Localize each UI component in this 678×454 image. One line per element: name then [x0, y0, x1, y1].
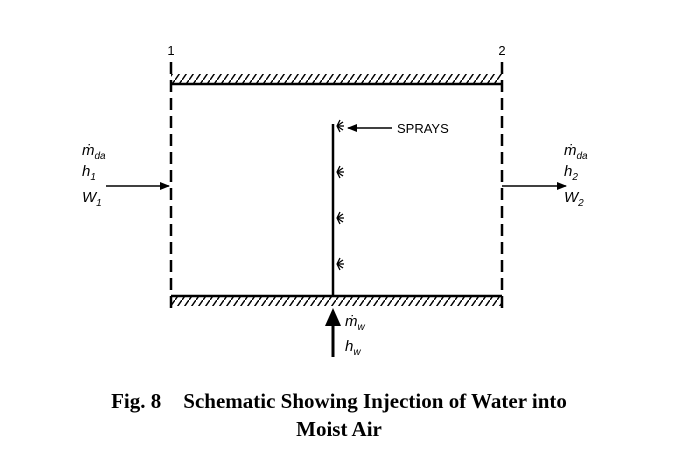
- figure-caption: Fig. 8 Schematic Showing Injection of Wat…: [0, 387, 678, 443]
- inlet-humidity: W: [82, 189, 98, 206]
- spray-nozzles: [336, 119, 344, 271]
- station-2-label: 2: [498, 43, 505, 58]
- water-labels: ṁw hw: [345, 313, 366, 358]
- inlet-enthalpy: h: [82, 163, 90, 180]
- outlet-labels: ṁda h2 W2: [564, 142, 588, 209]
- sprays-label: SPRAYS: [397, 121, 449, 136]
- svg-text:W2: W2: [564, 189, 584, 209]
- inlet-labels: ṁda h1 W1: [82, 142, 106, 209]
- outlet-enthalpy: h: [564, 163, 572, 180]
- spray-nozzle: [336, 165, 344, 179]
- caption-title-line1: Schematic Showing Injection of Water int…: [183, 389, 567, 413]
- station-1-label: 1: [167, 43, 174, 58]
- water-arrowhead: [325, 308, 341, 326]
- spray-nozzle: [336, 211, 344, 225]
- svg-text:hw: hw: [345, 338, 361, 358]
- svg-text:W1: W1: [82, 189, 102, 209]
- water-mass-flow: ṁ: [345, 313, 358, 330]
- inlet-mass-flow: ṁ: [82, 142, 95, 159]
- outlet-humidity: W: [564, 189, 580, 206]
- svg-text:h2: h2: [564, 163, 578, 183]
- spray-nozzle: [336, 119, 344, 133]
- svg-text:ṁw: ṁw: [345, 313, 366, 333]
- top-wall: [171, 74, 502, 86]
- spray-nozzle: [336, 257, 344, 271]
- caption-title-line2: Moist Air: [296, 417, 382, 441]
- figure-number: Fig. 8: [111, 389, 162, 413]
- bottom-wall: [171, 294, 502, 306]
- svg-text:h1: h1: [82, 163, 96, 183]
- svg-text:ṁda: ṁda: [564, 142, 588, 162]
- svg-text:ṁda: ṁda: [82, 142, 106, 162]
- caption-line-1: Fig. 8 Schematic Showing Injection of Wat…: [0, 387, 678, 415]
- water-enthalpy: h: [345, 338, 353, 355]
- outlet-mass-flow: ṁ: [564, 142, 577, 159]
